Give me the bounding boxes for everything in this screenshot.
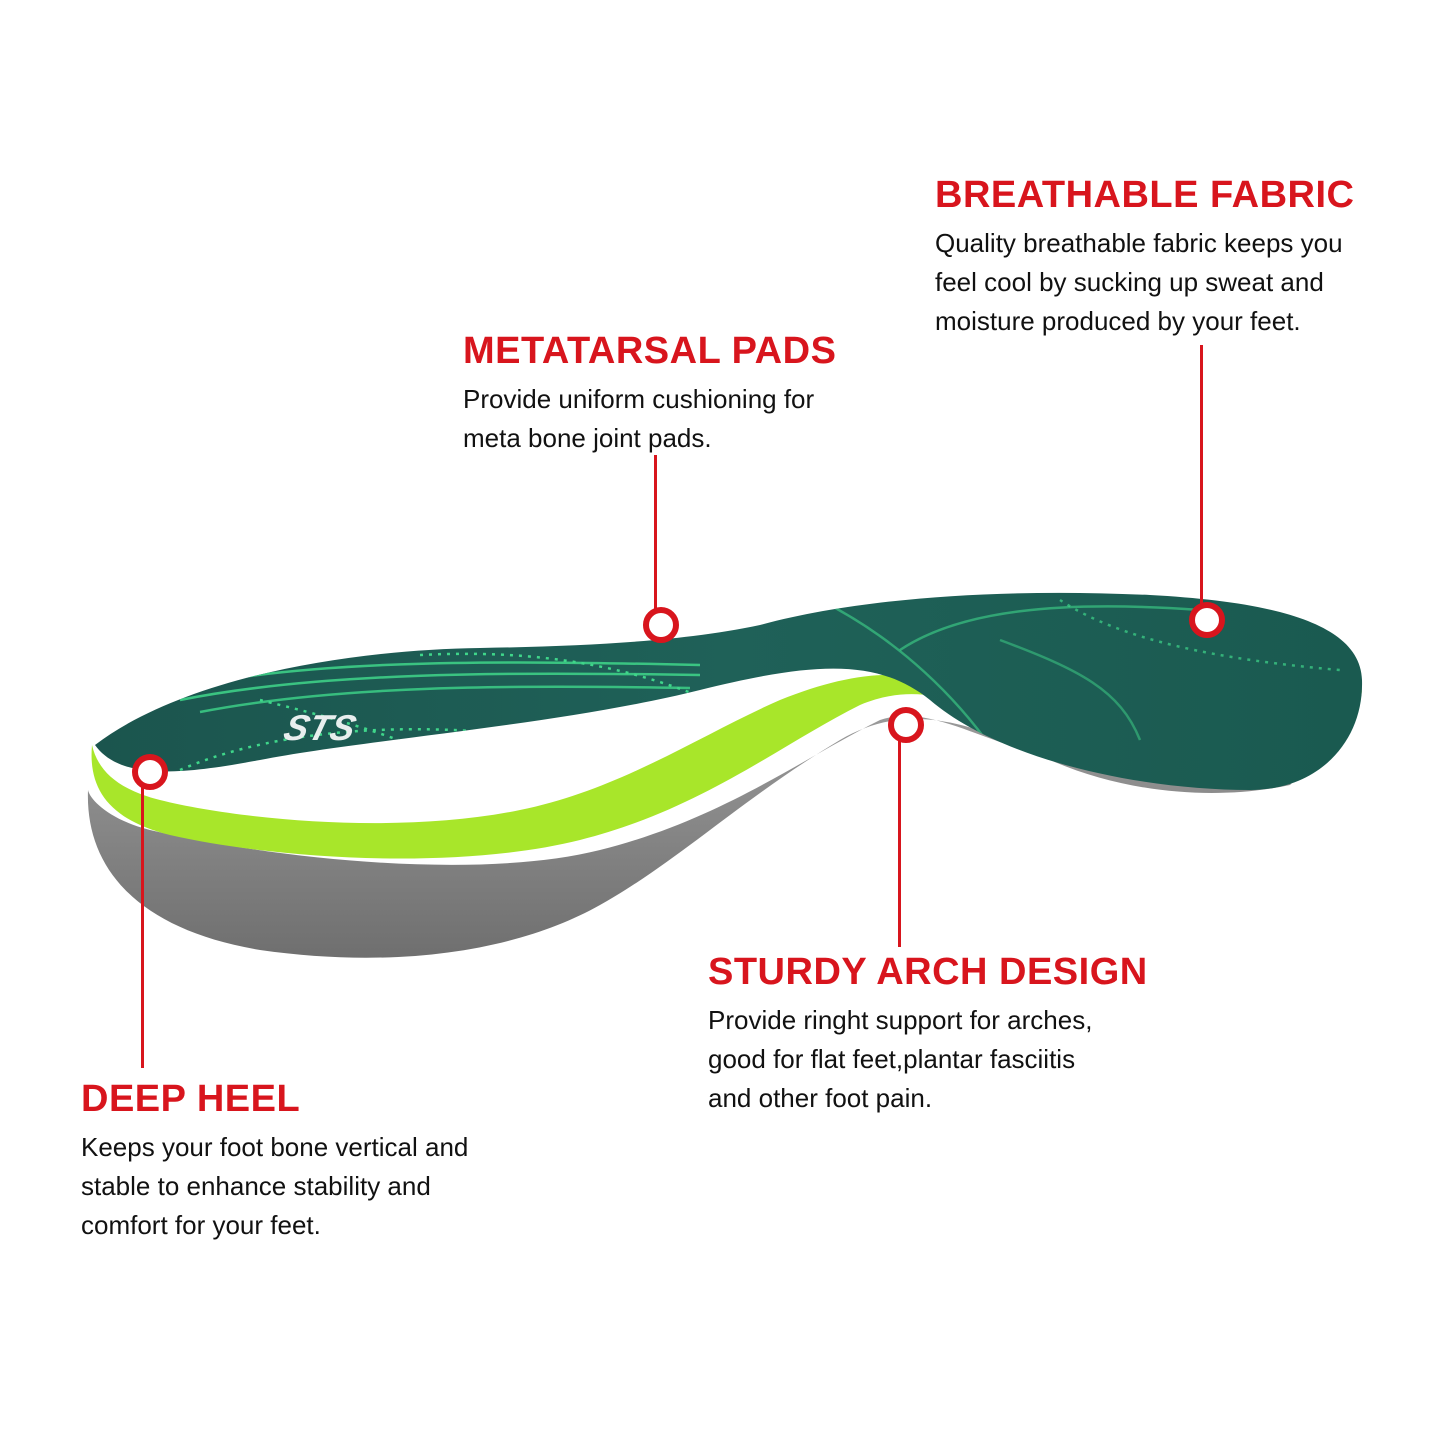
feature-deep-heel: DEEP HEEL Keeps your foot bone vertical … <box>81 1080 468 1245</box>
feature-description: Keeps your foot bone vertical and stable… <box>81 1132 469 1240</box>
feature-description: Quality breathable fabric keeps you feel… <box>935 228 1343 336</box>
metatarsal-marker <box>643 607 679 643</box>
heel-marker <box>132 754 168 790</box>
breathable-marker <box>1189 602 1225 638</box>
feature-title: DEEP HEEL <box>81 1078 301 1120</box>
insole-top-fabric <box>95 592 1363 790</box>
insole-base-foam <box>87 715 1330 958</box>
feature-description: Provide ringht support for arches, good … <box>708 1005 1093 1113</box>
breathable-leader-line <box>1200 345 1203 607</box>
feature-title: STURDY ARCH DESIGN <box>708 951 1148 993</box>
feature-title: METATARSAL PADS <box>463 330 837 372</box>
feature-description: Provide uniform cushioning for meta bone… <box>463 384 815 453</box>
feature-metatarsal-pads: METATARSAL PADS Provide uniform cushioni… <box>463 332 836 458</box>
brand-mark: STS <box>280 708 361 748</box>
feature-breathable-fabric: BREATHABLE FABRIC Quality breathable fab… <box>935 176 1354 341</box>
arch-marker <box>888 707 924 743</box>
arch-leader-line <box>898 725 901 947</box>
heel-leader-line <box>141 772 144 1068</box>
feature-title: BREATHABLE FABRIC <box>935 174 1355 216</box>
feature-sturdy-arch: STURDY ARCH DESIGN Provide ringht suppor… <box>708 953 1148 1118</box>
metatarsal-leader-line <box>654 455 657 617</box>
insole-green-layer <box>91 674 1362 859</box>
